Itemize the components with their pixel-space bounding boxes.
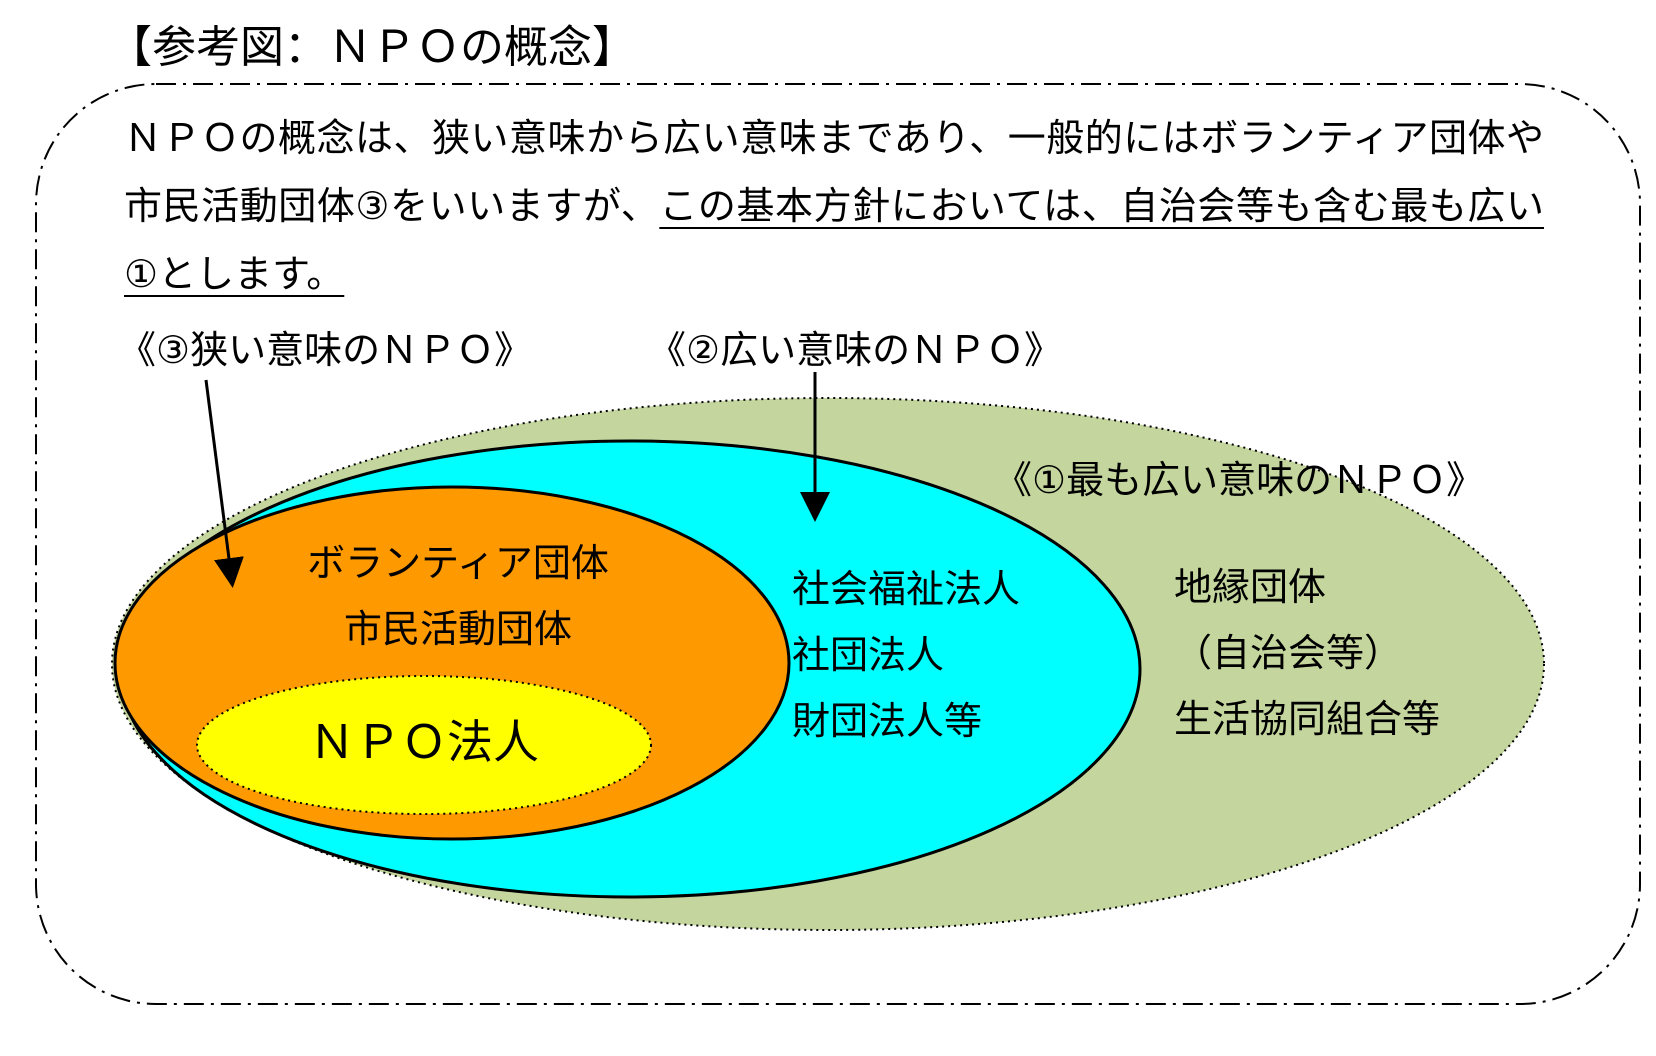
description-text: ＮＰＯの概念は、狭い意味から広い意味まであり、一般的にはボランティア団体や市民活… [124,104,1544,308]
broad-group-list: 社会福祉法人 社団法人 財団法人等 [792,556,1020,754]
narrow-group-item: ボランティア団体 [307,541,609,585]
narrow-group-list: ボランティア団体 市民活動団体 [258,530,658,662]
narrow-group-item: 市民活動団体 [343,607,572,651]
broadest-group-list: 地縁団体 （自治会等） 生活協同組合等 [1174,554,1440,752]
broad-npo-label: 《②広い意味のＮＰＯ》 [648,328,1063,372]
npo-corp-label: ＮＰＯ法人 [309,715,539,769]
broadest-group-item: 生活協同組合等 [1174,697,1441,741]
broadest-npo-label: 《①最も広い意味のＮＰＯ》 [994,458,1485,502]
description-plain: ＮＰＯの概念は、狭い意味から広い意味まであり、一般的にはボランティア団体や市民活… [124,116,1544,228]
npo-corp-ellipse [196,675,652,815]
broad-group-item: 社団法人 [792,633,945,677]
broadest-group-item: （自治会等） [1174,631,1403,675]
description-underlined: この基本方針においては、自治会等も含む最も広い①とします。 [124,184,1544,296]
broad-group-item: 財団法人等 [792,699,983,743]
outer-frame [35,83,1641,1005]
broad-group-item: 社会福祉法人 [792,567,1021,611]
page-title: 【参考図：ＮＰＯの概念】 [108,22,636,73]
narrow-npo-label: 《③狭い意味のＮＰＯ》 [118,328,533,372]
broadest-group-item: 地縁団体 [1174,565,1327,609]
narrow-arrow [204,379,244,588]
